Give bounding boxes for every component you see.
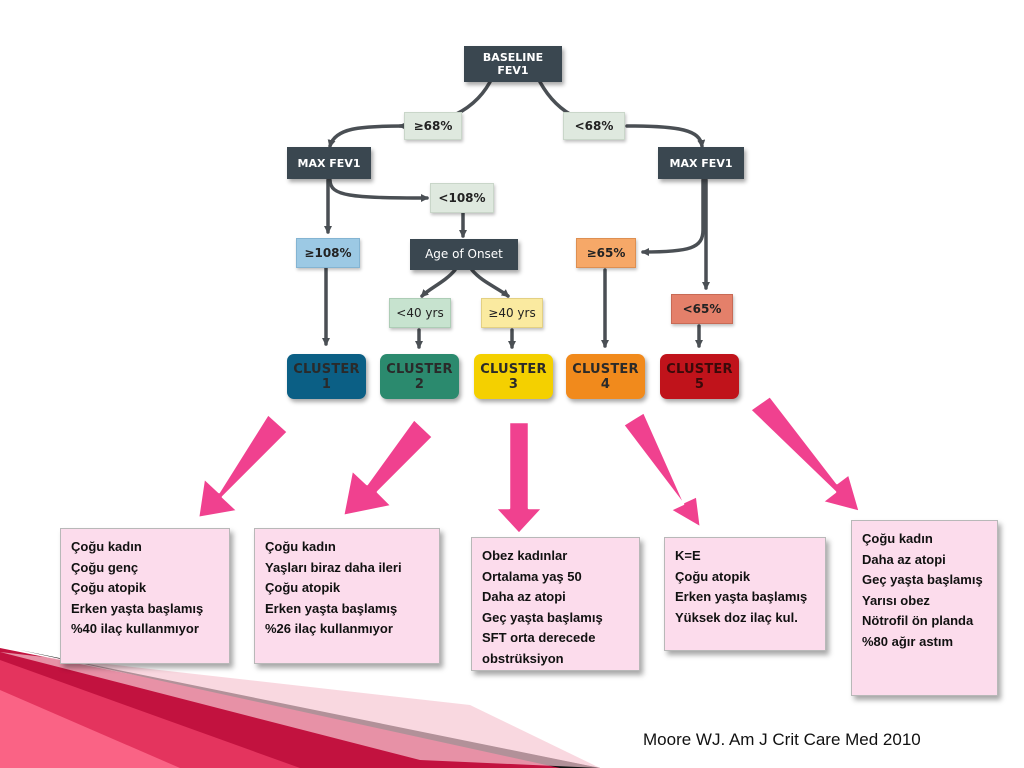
note-line: SFT orta derecede obstrüksiyon [482, 630, 596, 666]
cluster-4-note: K=E Çoğu atopik Erken yaşta başlamış Yük… [664, 537, 826, 651]
note-line: Çoğu kadın [862, 531, 933, 546]
baseline-fev1-node: BASELINE FEV1 [464, 46, 562, 82]
note-line: Yarısı obez [862, 592, 930, 608]
pink-arrow-5 [748, 394, 862, 514]
cluster-2-note: Çoğu kadın Yaşları biraz daha ileri Çoğu… [254, 528, 440, 664]
condition-ge108-node: ≥108% [296, 238, 360, 268]
note-line: Ortalama yaş 50 [482, 568, 582, 584]
pink-arrow-2 [341, 417, 435, 518]
condition-lt65-node: <65% [671, 294, 733, 324]
note-line: Obez kadınlar [482, 548, 568, 563]
note-line: %26 ilaç kullanmıyor [265, 621, 393, 636]
note-line: K=E [675, 548, 701, 563]
note-line: Erken yaşta başlamış [265, 600, 398, 616]
age-of-onset-node: Age of Onset [410, 239, 518, 270]
note-line: Çoğu kadın [265, 539, 336, 554]
note-line: %40 ilaç kullanmıyor [71, 621, 199, 636]
note-line: Erken yaşta başlamış [71, 600, 204, 616]
citation: Moore WJ. Am J Crit Care Med 2010 [643, 730, 921, 749]
note-line: Yüksek doz ilaç kul. [675, 609, 798, 625]
pink-arrow-1 [196, 412, 290, 520]
cluster-3-box: CLUSTER 3 [474, 354, 553, 399]
note-line: Erken yaşta başlamış [675, 589, 808, 604]
note-line: Daha az atopi [862, 551, 946, 567]
note-line: Çoğu atopik [71, 580, 147, 595]
cluster-4-box: CLUSTER 4 [566, 354, 645, 399]
condition-ge65-node: ≥65% [576, 238, 636, 268]
note-line: Geç yaşta başlamış [482, 609, 603, 625]
note-line: Nötrofil ön planda [862, 613, 974, 628]
pink-arrow-3 [493, 420, 545, 536]
note-line: Çoğu atopik [675, 568, 751, 584]
note-line: Daha az atopi [482, 589, 566, 604]
cluster-1-note: Çoğu kadın Çoğu genç Çoğu atopik Erken y… [60, 528, 230, 664]
condition-age-ge40-node: ≥40 yrs [481, 298, 543, 328]
note-line: Çoğu kadın [71, 539, 142, 554]
note-line: %80 ağır astım [862, 633, 954, 649]
condition-age-lt40-node: <40 yrs [389, 298, 451, 328]
note-line: Geç yaşta başlamış [862, 572, 983, 587]
cluster-1-box: CLUSTER 1 [287, 354, 366, 399]
condition-lt108-node: <108% [430, 183, 494, 213]
cluster-5-note: Çoğu kadın Daha az atopi Geç yaşta başla… [851, 520, 998, 696]
cluster-5-box: CLUSTER 5 [660, 354, 739, 399]
condition-lt68-node: <68% [563, 112, 625, 140]
note-line: Çoğu genç [71, 559, 139, 575]
max-fev1-right-node: MAX FEV1 [658, 147, 744, 179]
max-fev1-left-node: MAX FEV1 [287, 147, 371, 179]
pink-arrow-4 [621, 410, 703, 530]
cluster-2-box: CLUSTER 2 [380, 354, 459, 399]
condition-ge68-node: ≥68% [404, 112, 462, 140]
cluster-3-note: Obez kadınlar Ortalama yaş 50 Daha az at… [471, 537, 640, 671]
note-line: Yaşları biraz daha ileri [265, 559, 402, 575]
note-line: Çoğu atopik [265, 580, 341, 595]
